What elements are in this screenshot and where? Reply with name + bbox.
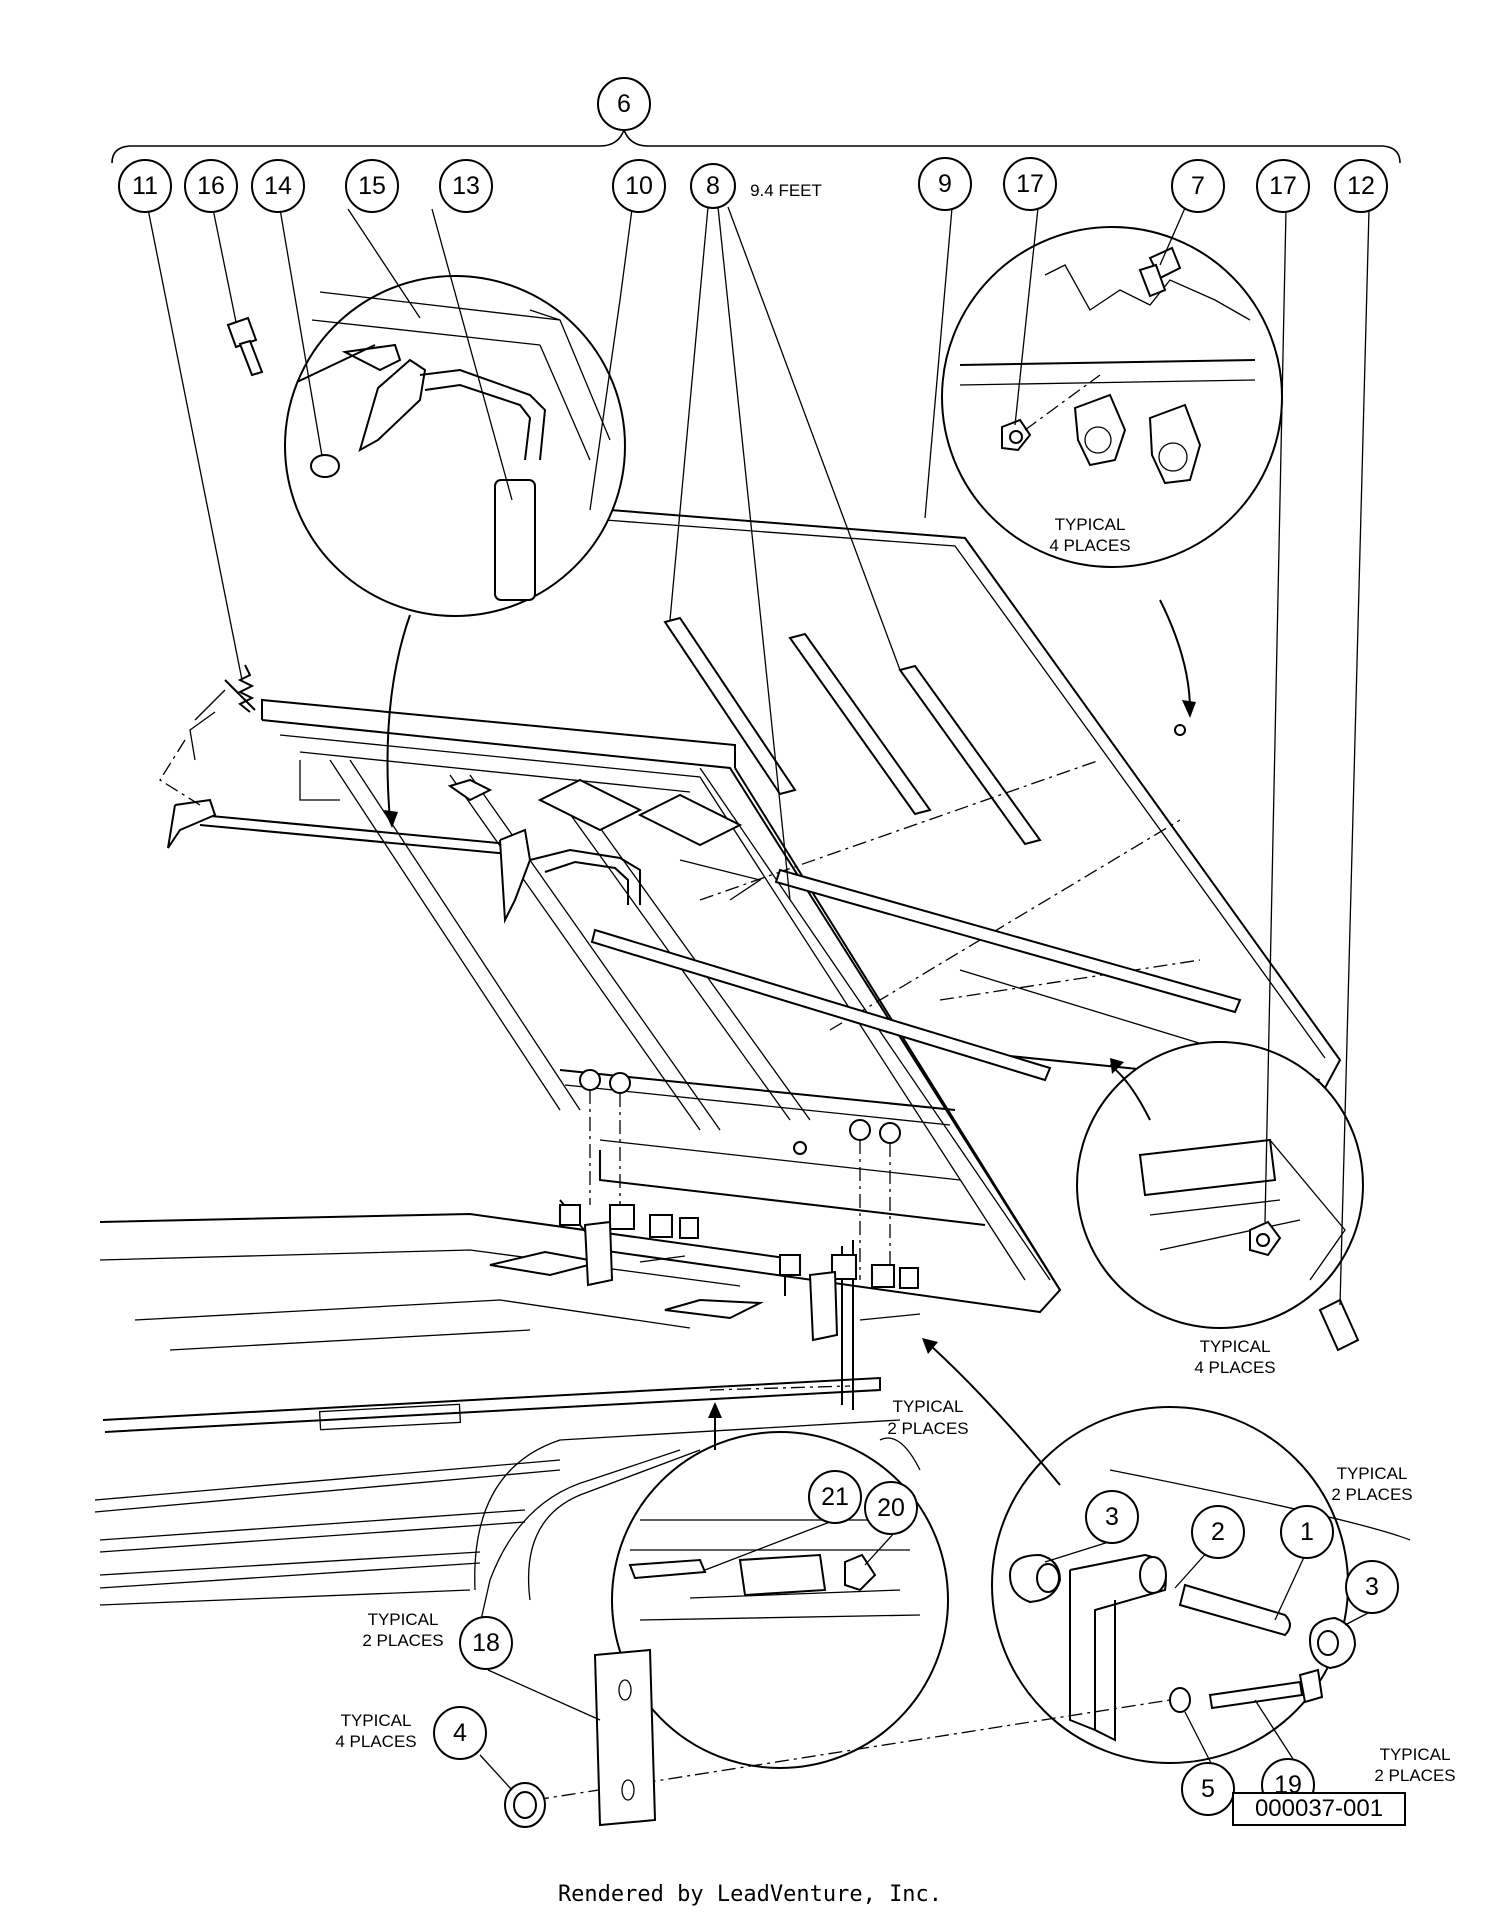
svg-text:1: 1: [1300, 1518, 1314, 1546]
svg-text:14: 14: [264, 172, 292, 200]
svg-text:TYPICAL: TYPICAL: [1337, 1464, 1408, 1483]
svg-text:TYPICAL: TYPICAL: [893, 1397, 964, 1416]
assembly-bracket: [111, 127, 1401, 164]
callout-15: 15: [345, 159, 399, 213]
svg-text:2 PLACES: 2 PLACES: [887, 1419, 968, 1438]
svg-text:5: 5: [1201, 1775, 1215, 1803]
svg-text:9: 9: [938, 170, 952, 198]
svg-text:13: 13: [452, 172, 480, 200]
callout-16: 16: [184, 159, 238, 213]
callout-21: 21: [808, 1470, 862, 1524]
svg-text:2: 2: [1211, 1518, 1225, 1546]
hinge-hardware: [559, 1069, 921, 1342]
note-typical-2-places-hinge-pin: TYPICAL 2 PLACES: [887, 1397, 968, 1438]
svg-text:4 PLACES: 4 PLACES: [1049, 536, 1130, 555]
callout-2: 2: [1191, 1505, 1245, 1559]
callout-6: 6: [597, 77, 651, 131]
callout-14: 14: [251, 159, 305, 213]
svg-text:17: 17: [1269, 172, 1297, 200]
svg-text:4 PLACES: 4 PLACES: [335, 1732, 416, 1751]
svg-text:3: 3: [1105, 1503, 1119, 1531]
latch-detail-arrow: [386, 614, 411, 821]
detail-nut-bolt: [1076, 1041, 1364, 1352]
note-typical-2-places-hinge-parts: TYPICAL 2 PLACES: [1331, 1464, 1412, 1504]
svg-text:12: 12: [1347, 172, 1375, 200]
svg-text:11: 11: [132, 172, 158, 200]
detail-hinge-pin: [611, 1431, 949, 1769]
svg-text:8: 8: [706, 172, 720, 200]
mounting-plate-18: [593, 1648, 657, 1827]
svg-text:6: 6: [617, 90, 631, 118]
callout-1: 1: [1280, 1505, 1334, 1559]
svg-text:TYPICAL: TYPICAL: [1055, 515, 1126, 534]
callout-17-right: 17: [1256, 159, 1310, 213]
svg-text:18: 18: [472, 1629, 500, 1657]
svg-text:4: 4: [453, 1719, 467, 1747]
detail-latch: [284, 275, 626, 617]
flange-nut-4: [504, 1782, 546, 1828]
note-typical-4-places-nut: TYPICAL 4 PLACES: [1194, 1337, 1275, 1377]
callout-3-left: 3: [1085, 1490, 1139, 1544]
svg-text:TYPICAL: TYPICAL: [1380, 1745, 1451, 1764]
callout-7: 7: [1171, 159, 1225, 213]
callout-20: 20: [864, 1481, 918, 1535]
callout-12: 12: [1334, 159, 1388, 213]
callout-18: 18: [459, 1616, 513, 1670]
note-typical-4-places-flange-nut: TYPICAL 4 PLACES: [335, 1711, 416, 1751]
svg-text:2 PLACES: 2 PLACES: [362, 1631, 443, 1650]
svg-text:10: 10: [625, 172, 653, 200]
hinge-detail-arrow: [1159, 599, 1191, 711]
svg-text:7: 7: [1191, 172, 1205, 200]
callout-9: 9: [918, 157, 972, 211]
svg-text:21: 21: [821, 1483, 849, 1511]
callout-3-right: 3: [1345, 1560, 1399, 1614]
callout-4: 4: [433, 1706, 487, 1760]
svg-text:15: 15: [358, 172, 386, 200]
note-typical-2-places-bolt: TYPICAL 2 PLACES: [1374, 1745, 1455, 1785]
render-credit: Rendered by LeadVenture, Inc.: [557, 1882, 943, 1907]
callout-17-top: 17: [1003, 157, 1057, 211]
hinge-parts-detail-arrow: [929, 1344, 1061, 1486]
svg-text:3: 3: [1365, 1573, 1379, 1601]
note-typical-4-places-hinge: TYPICAL 4 PLACES: [1049, 515, 1130, 555]
callout-8: 8: [690, 163, 736, 209]
callout-11: 11: [118, 159, 172, 213]
svg-text:17: 17: [1016, 170, 1044, 198]
cargo-bed: [94, 1212, 881, 1606]
svg-text:TYPICAL: TYPICAL: [1200, 1337, 1271, 1356]
svg-text:2 PLACES: 2 PLACES: [1374, 1766, 1455, 1785]
callout-10: 10: [612, 159, 666, 213]
part8-length-note: 9.4 FEET: [750, 181, 822, 200]
bolt-16: [226, 316, 264, 377]
callout-13: 13: [439, 159, 493, 213]
svg-text:4 PLACES: 4 PLACES: [1194, 1358, 1275, 1377]
detail-hinge-parts: [991, 1406, 1357, 1764]
svg-text:TYPICAL: TYPICAL: [341, 1711, 412, 1730]
svg-text:20: 20: [877, 1494, 905, 1522]
spring-11: [237, 664, 255, 713]
figure-id: 000037-001: [1232, 1792, 1406, 1826]
note-typical-2-places-plate: TYPICAL 2 PLACES: [362, 1610, 443, 1650]
rail-strips: [590, 868, 1242, 1082]
callout-5: 5: [1181, 1762, 1235, 1816]
svg-text:TYPICAL: TYPICAL: [368, 1610, 439, 1629]
svg-text:2 PLACES: 2 PLACES: [1331, 1485, 1412, 1504]
latch-rod-assembly: [159, 679, 641, 924]
svg-text:16: 16: [197, 172, 225, 200]
leader-lines: [147, 206, 1411, 1791]
